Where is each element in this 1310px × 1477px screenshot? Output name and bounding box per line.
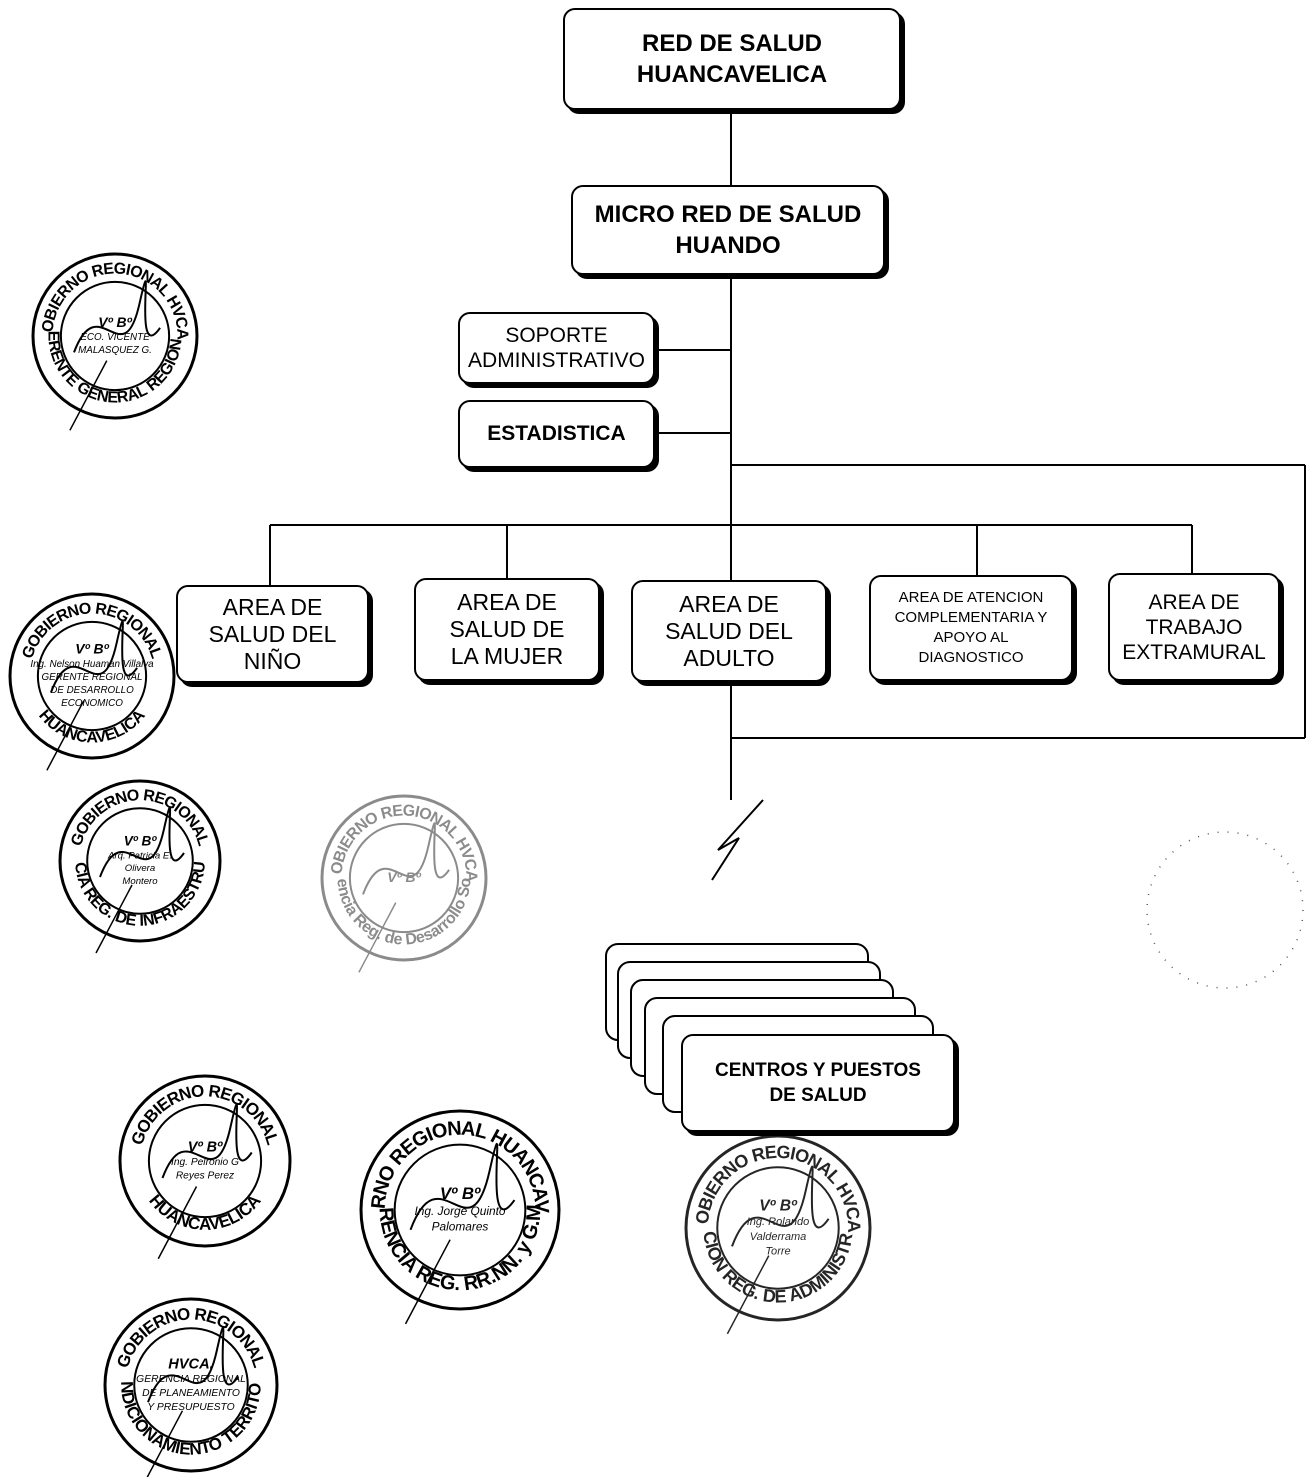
micro-red-label: MICRO RED DE SALUD HUANDO (594, 201, 862, 259)
svg-text:Arq. Patricia E.: Arq. Patricia E. (107, 850, 172, 861)
area-adulto-label: AREA DE SALUD DEL ADULTO (665, 590, 793, 671)
svg-text:Reyes Perez: Reyes Perez (176, 1171, 234, 1182)
svg-text:Palomares: Palomares (432, 1220, 489, 1234)
box-micro-red: MICRO RED DE SALUD HUANDO (571, 185, 885, 275)
svg-text:Ing. Pelronio G: Ing. Pelronio G (171, 1157, 239, 1168)
svg-text:Ing. Nelson Huaman Villalva: Ing. Nelson Huaman Villalva (30, 659, 154, 670)
svg-text:Y PRESUPUESTO: Y PRESUPUESTO (147, 1402, 234, 1413)
official-seal: GOBIERNO REGIONAL HVCA.GERENTE GENERAL R… (0, 0, 199, 431)
svg-text:MALASQUEZ G.: MALASQUEZ G. (78, 345, 152, 356)
svg-text:GOBIERNO REGIONAL HVCA.: GOBIERNO REGIONAL HVCA. (0, 0, 480, 883)
svg-text:Vº Bº: Vº Bº (387, 869, 421, 885)
svg-text:Ing. Jorge Quinto: Ing. Jorge Quinto (414, 1204, 505, 1218)
soporte-label: SOPORTE ADMINISTRATIVO (468, 324, 645, 372)
svg-text:DE DESARROLLO: DE DESARROLLO (50, 685, 134, 696)
svg-text:Valderrama: Valderrama (750, 1231, 807, 1243)
official-seal: GOBIERNO REGIONAL HVCA.Gerencia Reg. de … (0, 0, 488, 973)
official-seal: GOBIERNO REGIONALACONDICIONAMIENTO TERRI… (0, 0, 279, 1477)
svg-text:Olivera: Olivera (125, 863, 155, 874)
area-extramural-label: AREA DE TRABAJO EXTRAMURAL (1122, 590, 1266, 664)
box-area-apoyo: AREA DE ATENCION COMPLEMENTARIA Y APOYO … (869, 575, 1073, 681)
svg-text:DE PLANEAMIENTO: DE PLANEAMIENTO (142, 1388, 240, 1399)
centros-label: CENTROS Y PUESTOS DE SALUD (715, 1060, 921, 1106)
svg-text:Vº Bº: Vº Bº (98, 314, 132, 330)
break-symbol (711, 799, 764, 881)
area-apoyo-label: AREA DE ATENCION COMPLEMENTARIA Y APOYO … (894, 589, 1048, 666)
red-salud-label: RED DE SALUD HUANCAVELICA (636, 30, 828, 88)
area-nino-label: AREA DE SALUD DEL NIÑO (208, 593, 337, 674)
svg-text:Vº Bº: Vº Bº (124, 834, 158, 849)
svg-text:GOBIERNO REGIONAL: GOBIERNO REGIONAL (128, 1081, 283, 1147)
connector-lines (269, 110, 1306, 881)
svg-text:HUANCAVELICA: HUANCAVELICA (145, 1191, 264, 1234)
box-area-extramural: AREA DE TRABAJO EXTRAMURAL (1108, 573, 1280, 681)
box-red-salud: RED DE SALUD HUANCAVELICA (563, 8, 901, 110)
svg-text:GERENCIA REGIONAL: GERENCIA REGIONAL (136, 1374, 246, 1385)
official-seal: GOBIERNO REGIONALGERENCIA REG. DE INFRAE… (0, 0, 222, 954)
box-centros: CENTROS Y PUESTOS DE SALUD (681, 1034, 955, 1132)
estadistica-label: ESTADISTICA (487, 422, 626, 445)
svg-text:HUANCAVELICA: HUANCAVELICA (35, 707, 149, 747)
official-seal: GOBIERNO REGIONAL HUANCAVELICA Vº Bº Ing. P… (118, 1074, 292, 1260)
box-soporte: SOPORTE ADMINISTRATIVO (458, 312, 655, 384)
box-area-nino: AREA DE SALUD DEL NIÑO (176, 585, 369, 683)
box-area-adulto: AREA DE SALUD DEL ADULTO (631, 580, 827, 682)
svg-text:Vº Bº: Vº Bº (188, 1139, 223, 1155)
faint-seal-outline (1146, 831, 1304, 989)
area-mujer-label: AREA DE SALUD DE LA MUJER (449, 589, 565, 669)
svg-text:ECO. VICENTE: ECO. VICENTE (80, 332, 150, 343)
svg-text:Vº Bº: Vº Bº (759, 1197, 798, 1214)
svg-text:Montero: Montero (122, 876, 158, 887)
svg-text:Vº Bº: Vº Bº (75, 641, 109, 657)
svg-text:GERENTE REGIONAL: GERENTE REGIONAL (41, 672, 142, 683)
box-area-mujer: AREA DE SALUD DE LA MUJER (414, 578, 600, 681)
svg-text:Vº Bº: Vº Bº (440, 1184, 481, 1203)
box-estadistica: ESTADISTICA (458, 400, 655, 468)
svg-text:Torre: Torre (765, 1245, 790, 1257)
svg-text:HVCA.: HVCA. (168, 1356, 213, 1372)
svg-text:GOBIERNO REGIONAL HVCA.: GOBIERNO REGIONAL HVCA. (0, 0, 191, 341)
svg-text:ECONOMICO: ECONOMICO (61, 698, 123, 709)
